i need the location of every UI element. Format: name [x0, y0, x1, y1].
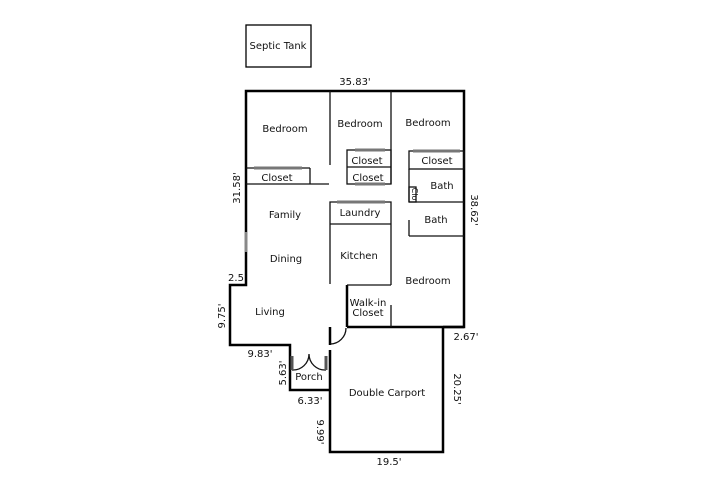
label-walkin-closet: Closet: [352, 308, 383, 319]
label-bedroom-3: Bedroom: [405, 118, 450, 129]
dim-porch-bottom: 6.33': [297, 396, 322, 407]
dim-porch-side: 5.63': [278, 360, 289, 385]
dim-carport-right: 20.25': [451, 373, 462, 404]
label-bath-1: Bath: [430, 181, 453, 192]
label-walkin: Walk-in: [350, 298, 387, 309]
label-bedroom-4: Bedroom: [405, 276, 450, 287]
dim-top: 35.83': [339, 77, 370, 88]
label-dining: Dining: [270, 254, 302, 265]
label-bedroom-2: Bedroom: [337, 119, 382, 130]
closet-doors: [254, 148, 460, 204]
dim-step: 2.5: [228, 273, 244, 284]
dim-right-step: 2.67': [453, 332, 478, 343]
label-septic: Septic Tank: [250, 41, 307, 52]
exterior-walls: [228, 89, 466, 454]
dim-right-upper: 38.62': [468, 194, 479, 225]
label-closet-3: Closet: [352, 173, 383, 184]
label-clo: Clo: [410, 188, 419, 201]
label-family: Family: [269, 210, 301, 221]
dim-left-upper: 31.58': [232, 172, 243, 203]
label-closet-2: Closet: [351, 156, 382, 167]
dim-carport-bottom: 19.5': [376, 457, 401, 468]
dim-carport-left: 9.99': [314, 419, 325, 444]
label-laundry: Laundry: [340, 208, 381, 219]
label-porch: Porch: [295, 372, 323, 383]
dim-left-lower: 9.75': [217, 303, 228, 328]
label-bedroom-1: Bedroom: [262, 124, 307, 135]
label-closet-4: Closet: [421, 156, 452, 167]
label-bath-2: Bath: [424, 215, 447, 226]
label-living: Living: [255, 307, 285, 318]
septic-tank-box: [245, 24, 312, 68]
label-closet-1: Closet: [261, 173, 292, 184]
label-kitchen: Kitchen: [340, 251, 378, 262]
dim-bottom-living: 9.83': [247, 349, 272, 360]
label-carport: Double Carport: [349, 388, 425, 399]
